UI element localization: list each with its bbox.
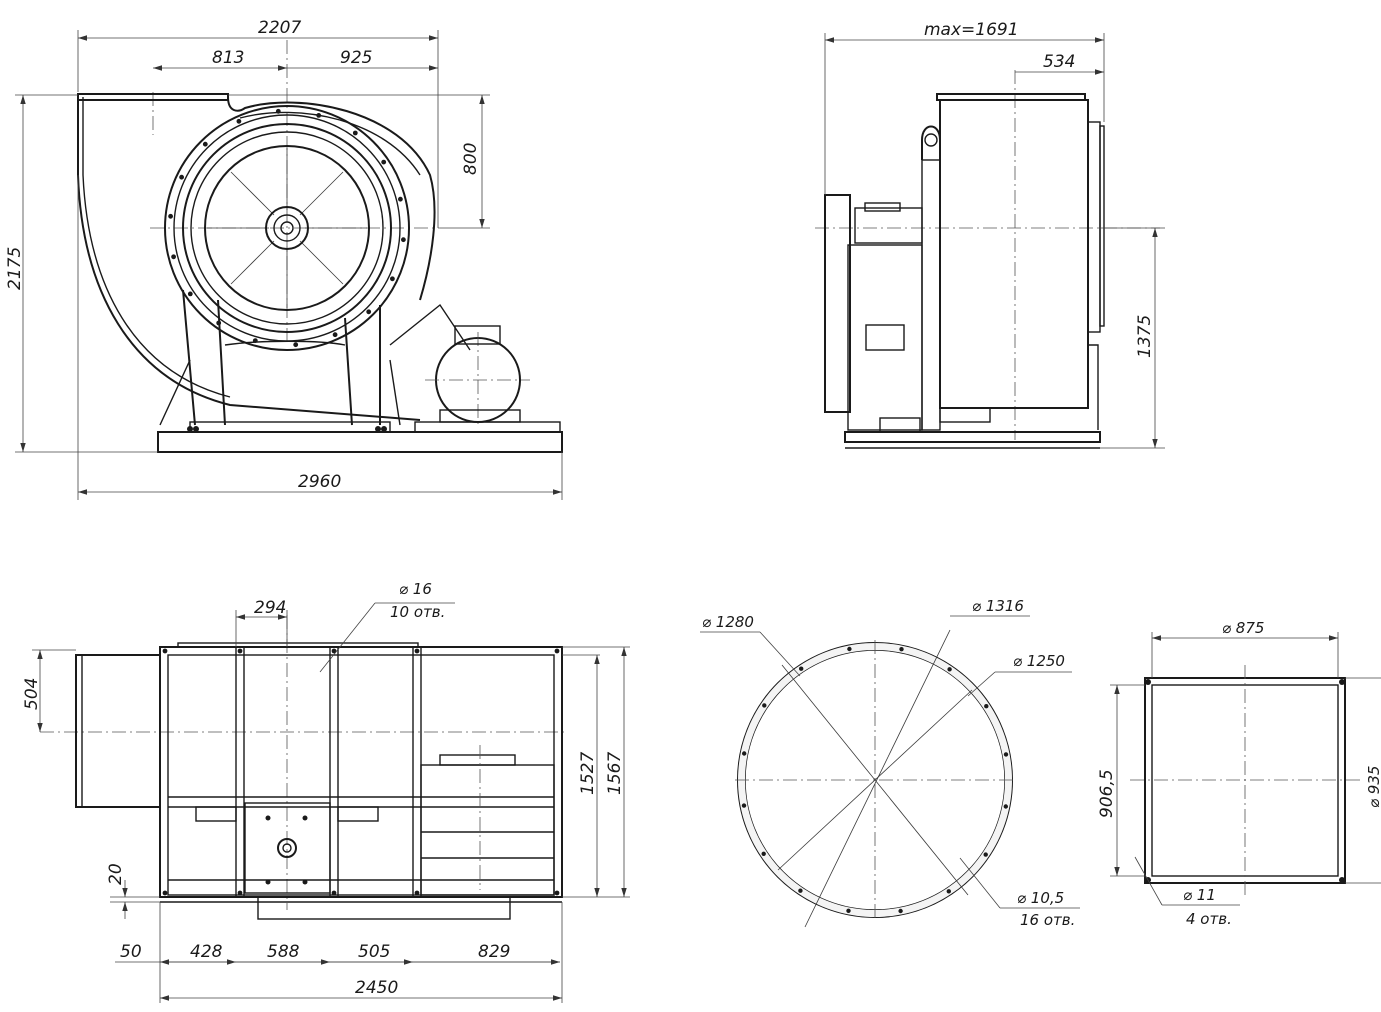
bolt-hole <box>381 159 387 165</box>
square-side-dim: ⌀ 935 <box>1365 766 1381 808</box>
hole-callout-count: 10 отв. <box>390 603 445 621</box>
plan-frame-bolts <box>162 648 560 896</box>
hole-callout-dia: ⌀ 16 <box>399 580 432 598</box>
bolt-hole <box>847 646 852 652</box>
bolt-hole <box>366 309 372 315</box>
bolt-hole <box>898 908 903 914</box>
dia-1280: ⌀ 1280 <box>702 613 754 631</box>
bolt-hole <box>275 108 281 114</box>
dim-800: 800 <box>461 143 481 175</box>
bolt-hole <box>236 118 242 124</box>
dim-534: 534 <box>1043 52 1075 72</box>
frame-bolt-hole <box>162 648 168 654</box>
bolt-hole <box>171 254 177 260</box>
bolt-hole <box>983 852 988 857</box>
side-view: max=1691 534 1375 <box>815 20 1165 449</box>
bolt-hole <box>1003 752 1009 757</box>
dim-2450: 2450 <box>355 978 398 998</box>
frame-bolt-hole <box>237 648 243 654</box>
frame-bolt-hole <box>414 648 420 654</box>
round-hole-count: 16 отв. <box>1020 911 1075 929</box>
dim-1567: 1567 <box>605 752 625 795</box>
plan-view: 294 ⌀ 16 10 отв. 504 1527 1567 20 50 428… <box>22 580 630 1003</box>
dim-588: 588 <box>267 942 300 962</box>
dim-2175: 2175 <box>5 247 25 290</box>
bolt-hole <box>741 803 747 808</box>
frame-bolt-hole <box>162 890 168 896</box>
bolt-hole <box>742 751 747 756</box>
bolt-hole <box>761 851 766 856</box>
dia-1316: ⌀ 1316 <box>972 597 1024 615</box>
square-hole-dia: ⌀ 11 <box>1183 886 1216 904</box>
bolt-hole <box>799 666 804 671</box>
frame-bolt-hole <box>554 890 560 896</box>
bolt-hole <box>899 647 904 652</box>
bolt-hole <box>390 276 395 282</box>
bolt-hole <box>179 174 185 180</box>
frame-bolt-hole <box>414 890 420 896</box>
dim-1375: 1375 <box>1135 315 1155 358</box>
dim-813: 813 <box>212 48 244 68</box>
frame-bolt-hole <box>331 648 337 654</box>
square-height: 906,5 <box>1097 769 1117 818</box>
bolt-hole <box>984 704 989 709</box>
dim-20: 20 <box>106 863 126 885</box>
frame-bolt-hole <box>331 890 337 896</box>
bolt-hole <box>352 130 358 136</box>
dim-1527: 1527 <box>578 752 598 795</box>
bolt-hole <box>316 113 322 118</box>
bolt-hole <box>168 213 174 219</box>
bolt-hole <box>846 908 851 913</box>
dim-504: 504 <box>22 678 42 710</box>
bolt-hole <box>762 703 767 708</box>
bolt-hole <box>187 291 193 297</box>
bolt-hole <box>332 332 338 338</box>
dim-428: 428 <box>190 942 223 962</box>
dim-max-1691: max=1691 <box>924 20 1019 40</box>
frame-bolt-hole <box>554 648 560 654</box>
dim-925: 925 <box>340 48 372 68</box>
square-flange-view: ⌀ 875 906,5 ⌀ 935 ⌀ 11 4 отв. <box>1097 619 1381 928</box>
bolt-hole <box>798 888 803 893</box>
bolt-hole <box>947 667 952 672</box>
front-view: 2207 813 925 2175 800 2960 <box>5 18 563 500</box>
dim-294: 294 <box>254 598 286 618</box>
square-width: ⌀ 875 <box>1222 619 1264 637</box>
dim-50: 50 <box>120 942 142 962</box>
front-ring-bolts <box>168 108 406 348</box>
dim-829: 829 <box>478 942 510 962</box>
square-hole-count: 4 отв. <box>1186 910 1232 928</box>
dim-2207: 2207 <box>258 18 301 38</box>
bolt-hole <box>946 889 951 894</box>
frame-bolt-hole <box>237 890 243 896</box>
round-flange-view: ⌀ 1280 ⌀ 1316 ⌀ 1250 ⌀ 10,5 16 отв. <box>700 597 1080 929</box>
bolt-hole <box>293 342 299 348</box>
bolt-hole <box>401 237 406 243</box>
bolt-hole <box>202 141 208 147</box>
dim-2960: 2960 <box>298 472 341 492</box>
round-hole-dia: ⌀ 10,5 <box>1017 889 1064 907</box>
dia-1250: ⌀ 1250 <box>1013 652 1065 670</box>
bolt-hole <box>1003 804 1008 809</box>
bolt-hole <box>398 196 403 202</box>
dim-505: 505 <box>358 942 390 962</box>
round-flange-bolts <box>741 646 1009 914</box>
